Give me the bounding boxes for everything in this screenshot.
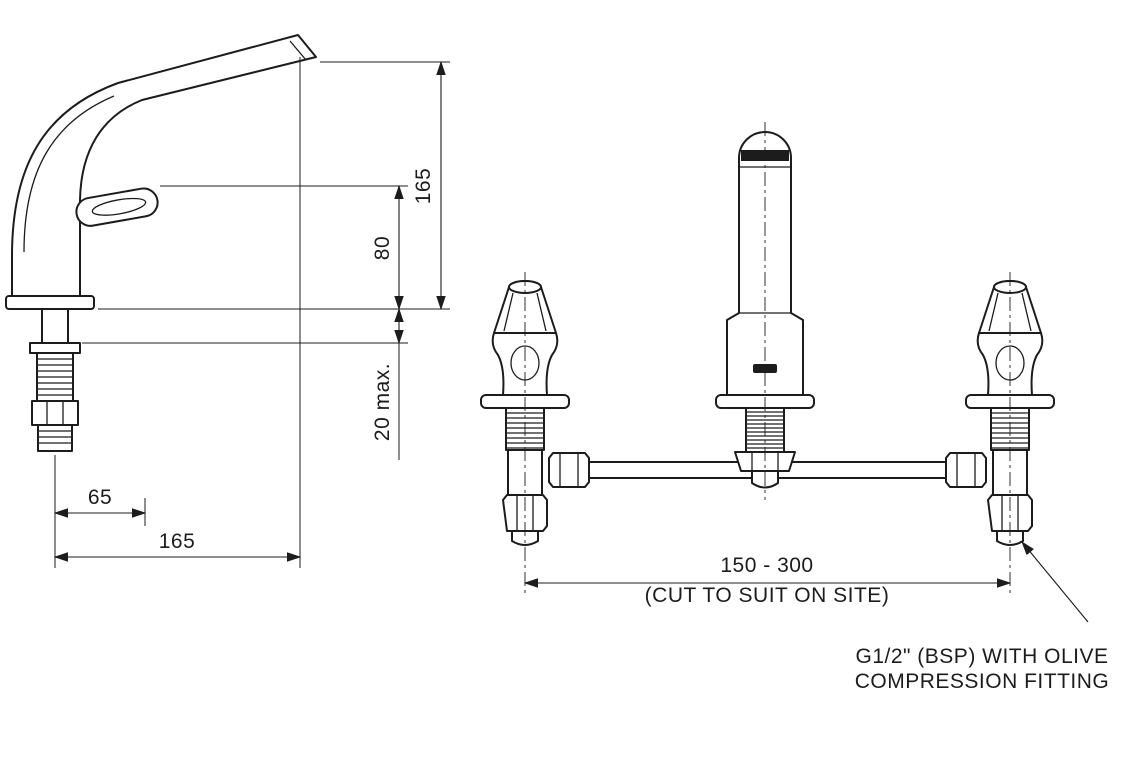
handle-facet <box>503 292 514 332</box>
handle-facet <box>988 292 999 332</box>
handle-facet <box>536 292 547 332</box>
fitting-note-line-1: G1/2" (BSP) WITH OLIVE <box>855 645 1108 668</box>
handle-facet <box>1021 292 1032 332</box>
handle-slot <box>91 197 147 216</box>
side-view: 165 80 20 max. 65 165 <box>5 34 450 568</box>
dim-label-handle-reach: 65 <box>88 486 112 509</box>
fitting-note-line-2: COMPRESSION FITTING <box>855 670 1110 693</box>
center-spout <box>715 131 815 489</box>
leader-line <box>1021 541 1089 623</box>
dim-label-spout-reach: 165 <box>159 530 196 553</box>
spout-column <box>726 131 804 396</box>
valve-tail-tip <box>511 530 539 546</box>
spout-highlight-line <box>23 95 115 253</box>
pipe-nut-right <box>945 452 987 488</box>
threaded-tail <box>37 424 73 452</box>
deck-shank <box>41 308 69 344</box>
tail-thread-lines <box>38 430 72 444</box>
front-view: 150 - 300 (CUT TO SUIT ON SITE) G1/2" (B… <box>480 122 1110 693</box>
pipe-nut-left <box>548 452 590 488</box>
washer <box>29 342 81 354</box>
base-and-tail <box>5 295 95 452</box>
fitting-annotation: G1/2" (BSP) WITH OLIVE COMPRESSION FITTI… <box>855 541 1110 693</box>
centerlines <box>524 122 1011 594</box>
spout-backnut <box>734 451 796 472</box>
dim-label-pipe-range: 150 - 300 <box>720 554 813 577</box>
dim-note-pipe: (CUT TO SUIT ON SITE) <box>645 584 890 607</box>
valve-tail-tip <box>996 530 1024 546</box>
handle-outline <box>75 187 159 227</box>
spout-aerator-line <box>289 40 307 61</box>
spout-body <box>11 34 317 297</box>
dim-label-handle-height: 80 <box>371 236 394 260</box>
brand-mark <box>753 364 777 373</box>
base-flange <box>5 295 95 310</box>
lever-handle <box>75 187 159 227</box>
front-view-dimensions: 150 - 300 (CUT TO SUIT ON SITE) <box>523 554 1012 607</box>
spout-outline <box>11 34 317 297</box>
dim-label-height-total: 165 <box>412 168 435 205</box>
dim-label-deck-max: 20 max. <box>371 363 394 441</box>
side-view-dimensions: 165 80 20 max. 65 165 <box>53 57 450 568</box>
thread-lines <box>37 358 73 396</box>
backnut <box>31 400 79 426</box>
